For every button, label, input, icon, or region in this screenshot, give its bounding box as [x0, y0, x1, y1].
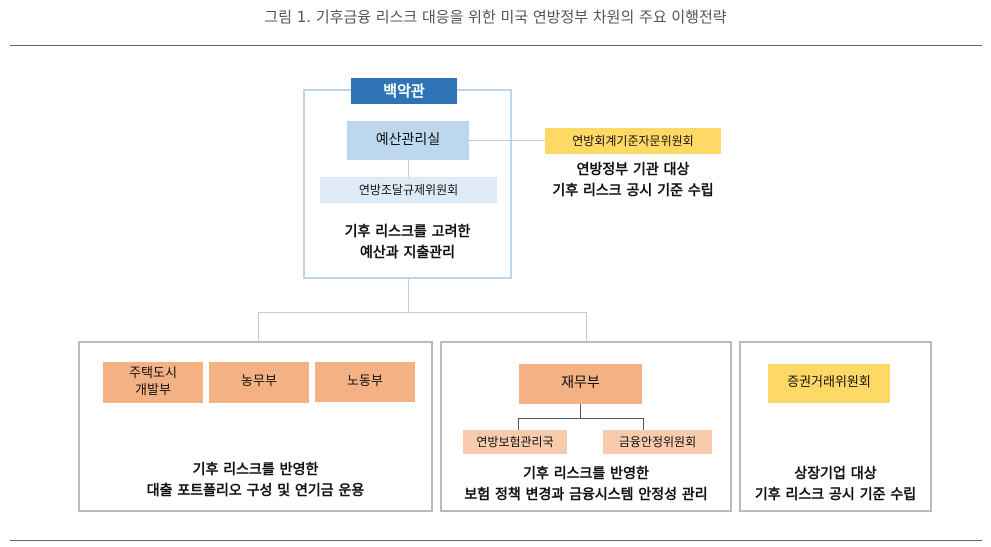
desc-line: 연방정부 기관 대상 [576, 162, 690, 178]
omb-box: 예산관리실 [347, 121, 469, 160]
connector [258, 312, 587, 313]
hud-box: 주택도시 개발부 [103, 362, 203, 403]
fasab-box: 연방회계기준자문위원회 [545, 128, 721, 154]
connector [643, 418, 644, 430]
desc-line: 기후 리스크를 반영한 [192, 462, 319, 478]
connector [518, 418, 519, 430]
connector [518, 418, 644, 419]
desc-line: 기후 리스크 공시 기준 수립 [552, 183, 714, 199]
fio-box: 연방보험관리국 [463, 430, 567, 454]
connector [258, 312, 259, 341]
bottom-rule [10, 540, 982, 541]
desc-line: 예산과 지출관리 [359, 245, 456, 261]
fsoc-box: 금융안정위원회 [603, 430, 712, 454]
far-council-box: 연방조달규제위원회 [320, 177, 497, 203]
group3-frame [739, 341, 932, 512]
desc-line: 대출 포트폴리오 구성 및 연기금 운용 [146, 483, 365, 499]
white-house-label: 백악관 [351, 78, 457, 104]
desc-line: 기후 리스크를 반영한 [523, 466, 649, 482]
usda-box: 농무부 [209, 362, 309, 403]
sec-box: 증권거래위원회 [768, 364, 890, 403]
connector [580, 404, 581, 418]
treasury-box: 재무부 [519, 364, 642, 404]
desc-line: 상장기업 대상 [794, 466, 877, 482]
group2-frame [440, 341, 732, 512]
figure-title: 그림 1. 기후금융 리스크 대응을 위한 미국 연방정부 차원의 주요 이행전… [264, 8, 727, 26]
connector [408, 279, 409, 312]
desc-line: 보험 정책 변경과 금융시스템 안정성 관리 [464, 487, 708, 503]
connector [586, 312, 587, 341]
dol-box: 노동부 [315, 362, 415, 402]
top-rule [10, 45, 982, 46]
desc-line: 기후 리스크를 고려한 [344, 224, 471, 240]
connector [469, 140, 546, 141]
group1-frame [78, 341, 433, 512]
desc-line: 기후 리스크 공시 기준 수립 [754, 487, 917, 503]
connector [408, 160, 409, 177]
